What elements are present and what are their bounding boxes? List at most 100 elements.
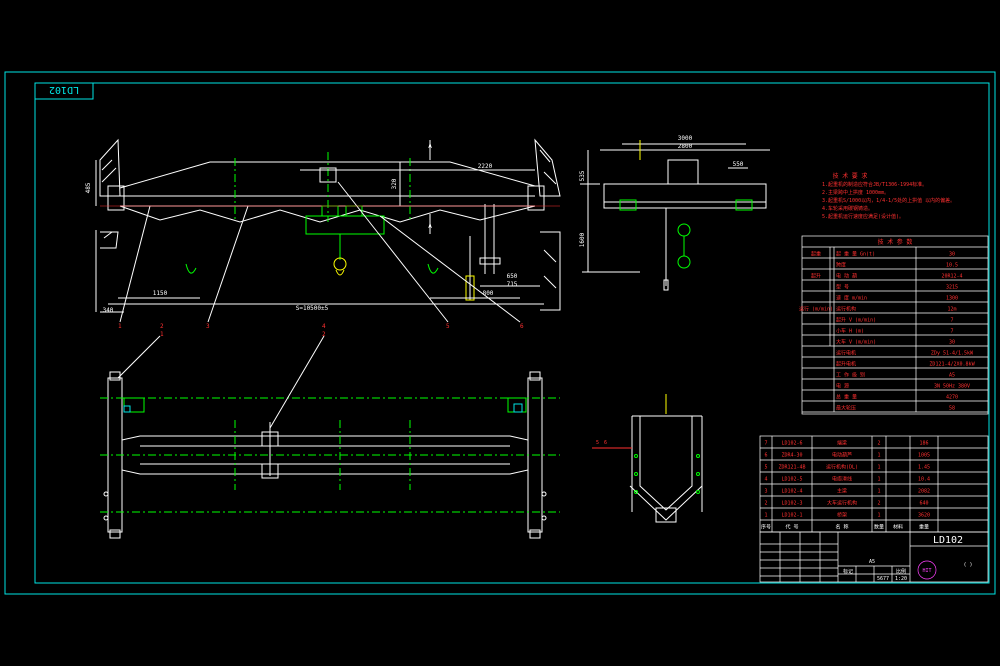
parts-cell: LD102-4	[781, 489, 802, 495]
dim-800: 800	[483, 290, 494, 297]
parts-cell: LD102-3	[781, 501, 802, 507]
right-end-carriage	[527, 185, 545, 211]
hook-front	[333, 257, 347, 276]
parts-cell: 5	[764, 465, 767, 471]
spec-row-value: 58	[949, 405, 955, 411]
dim-1150: 1150	[153, 290, 168, 297]
title-block	[759, 531, 989, 583]
dim-320: 320	[391, 178, 398, 189]
section-view	[592, 394, 703, 523]
parts-cell: 2	[877, 441, 880, 447]
dim-485: 485	[85, 182, 92, 193]
dim-1600: 1600	[579, 232, 586, 247]
spec-row-value: 12m	[947, 306, 956, 312]
front-elevation-view	[95, 138, 561, 323]
parts-cell: 1	[877, 513, 880, 519]
spec-row-label: 工 作 级 别	[836, 371, 865, 378]
parts-cell: LD102-6	[781, 441, 802, 447]
parts-cell: 1	[877, 477, 880, 483]
spec-row-value: 20R12-4	[941, 273, 962, 279]
note-1: 1.起重机的制造应符合JB/T1306-1994标准。	[822, 181, 927, 188]
parts-cell: 端梁	[837, 440, 847, 447]
parts-cell: 1	[877, 489, 880, 495]
spec-row-label: 电 动 葫	[836, 272, 857, 279]
notes-title: 技 术 要 求	[833, 172, 868, 180]
plan-main-girder	[121, 435, 529, 475]
spec-group-label: 起升	[811, 272, 821, 279]
parts-cell: 1.45	[918, 465, 930, 471]
parts-cell: 10.4	[918, 477, 930, 483]
callout-4: 4	[322, 323, 326, 330]
dim-340: 340	[103, 307, 114, 314]
marking-label: 标记	[843, 568, 853, 575]
hit-logo-icon	[917, 560, 937, 580]
sheet-number: 5677	[877, 576, 889, 582]
dim-2800: 2800	[678, 143, 693, 150]
callout-5: 5	[446, 323, 450, 330]
parts-cell: 电动葫芦	[832, 452, 852, 459]
parts-header-cell: 数量	[874, 524, 884, 531]
spec-row-label: 运行机构	[836, 305, 856, 312]
parts-cell: 3620	[918, 513, 930, 519]
spec-row-label: 起 重 量 Gn(t)	[836, 250, 875, 257]
parts-header-cell: 名 称	[835, 524, 848, 531]
technical-notes: 技 术 要 求 1.起重机的制造应符合JB/T1306-1994标准。 2.主梁…	[822, 172, 955, 220]
left-end-carriage	[107, 185, 125, 211]
spec-row-label: 电 源	[836, 382, 849, 389]
parts-header-cell: 代 号	[785, 524, 798, 531]
spec-row-label: 起升电机	[836, 360, 856, 367]
side-trolley	[667, 159, 699, 185]
spec-row-value: 10.5	[946, 262, 958, 268]
dim-550: 550	[733, 161, 744, 168]
parts-cell: 2082	[918, 489, 930, 495]
parts-cell: 640	[919, 501, 928, 507]
spec-row-label: 跨度	[836, 261, 846, 268]
spec-row-value: 4270	[946, 394, 958, 400]
parts-cell: ZDR121-4B	[778, 465, 805, 471]
spec-group-label: 起重	[811, 250, 821, 257]
parts-header-cell: 材料	[893, 524, 903, 531]
parts-cell: 2	[877, 501, 880, 507]
callout-1: 1	[118, 323, 122, 330]
parts-header-cell: 序号	[761, 524, 771, 531]
parts-cell: 桥架	[837, 512, 847, 519]
dim-span: S=10500±5	[296, 305, 329, 312]
note-3: 3.起重机S/1000以内，1/4-1/5处的上拱值 以内的偏差。	[822, 197, 955, 204]
note-4: 4.车轮采用碳钢铸造。	[822, 205, 873, 212]
parts-cell: ZDR4-30	[781, 453, 802, 459]
parts-cell: LD102-5	[781, 477, 802, 483]
plan-callout-2: 2	[322, 331, 326, 338]
spec-row-label: 总 重 量	[836, 393, 857, 400]
spec-row-label: 小车 H (m)	[836, 327, 864, 334]
pendant-pole	[479, 204, 501, 274]
outer-frame	[4, 71, 996, 595]
dim-535: 535	[579, 170, 586, 181]
title-code: LD102	[933, 535, 963, 546]
spec-row-value: 7	[950, 317, 953, 323]
plan-view	[100, 335, 560, 539]
drawing-code-label: LD102	[49, 84, 79, 95]
callout-6: 6	[520, 323, 524, 330]
spec-row-label: 速 度 m/min	[836, 294, 867, 301]
section-a-bottom: A	[428, 223, 432, 230]
left-wall	[99, 138, 121, 249]
parts-cell: 电缆滑线	[832, 476, 852, 483]
spec-row-value: 3215	[946, 284, 958, 290]
section-callout-5: 5	[596, 440, 599, 446]
spec-row-value: ZDy 51-4/1.5kW	[931, 350, 974, 356]
parts-cell: 主梁	[837, 488, 847, 495]
spec-row-label: 运行电机	[836, 349, 856, 356]
parts-cell: LD102-1	[781, 513, 802, 519]
logo-text: HIT	[922, 568, 931, 574]
parts-cell: 运行机构(DL)	[826, 464, 858, 471]
parts-header-cell: 重量	[919, 524, 929, 531]
spec-row-label: 起升 V (m/min)	[836, 316, 876, 323]
dim-715: 715	[507, 281, 518, 288]
parts-cell: 1	[877, 453, 880, 459]
main-girder	[119, 161, 536, 189]
plan-callout-1: 1	[160, 331, 164, 338]
parts-cell: 1	[764, 513, 767, 519]
parts-cell: 1005	[918, 453, 930, 459]
